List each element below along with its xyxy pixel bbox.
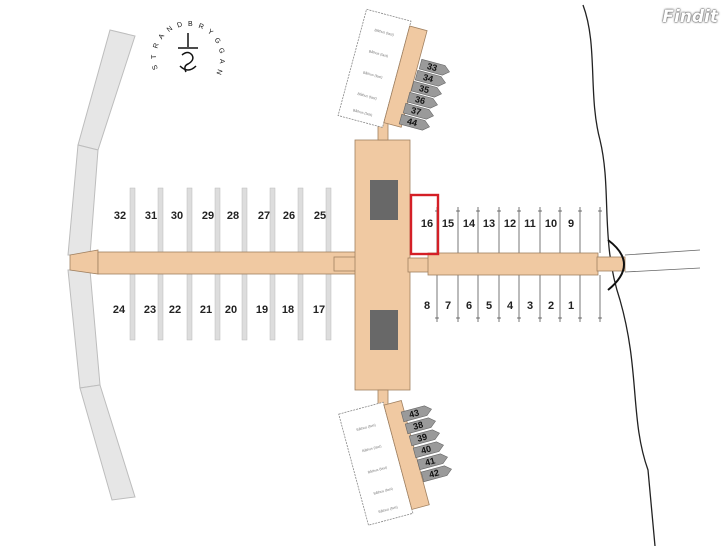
boat-shape-37	[402, 102, 434, 120]
boat-shape-40	[412, 441, 444, 459]
boat-slot-43[interactable]: 43	[400, 404, 433, 423]
east-slot-labels: 16 15 14 13 12 11 10 9 8 7 6 5 4 3 2 1	[421, 218, 574, 312]
boat-shape-44	[398, 113, 430, 131]
boat-slot-38[interactable]: 38	[404, 416, 437, 435]
boat-slot-34[interactable]: 34	[414, 69, 447, 88]
boathouse-label-n1: Båthus (fast)	[374, 28, 394, 37]
boat-label-42: 42	[428, 468, 440, 480]
boat-label-35: 35	[418, 83, 430, 95]
boathouse-label-s4: Båthus (fast)	[373, 487, 393, 496]
slot-30[interactable]: 30	[171, 210, 183, 222]
slot-5[interactable]: 5	[486, 300, 492, 312]
slot-23[interactable]: 23	[144, 304, 156, 316]
west-slot-labels: 32 31 30 29 28 27 26 25 24 23 22 21 20 19 18 17	[113, 210, 326, 316]
dock	[69, 121, 701, 409]
slot-6[interactable]: 6	[466, 300, 472, 312]
slot-31[interactable]: 31	[145, 210, 157, 222]
boat-slot-37[interactable]: 37	[402, 102, 435, 121]
slot-18[interactable]: 18	[282, 304, 294, 316]
boat-shape-41	[416, 453, 448, 471]
boat-label-40: 40	[420, 444, 432, 456]
highlighted-slot-frame[interactable]	[409, 193, 440, 256]
boat-label-38: 38	[412, 420, 424, 432]
boathouse-north: Båthus (fast) Båthus (fast) Båthus (fast…	[337, 8, 428, 128]
slot-21[interactable]: 21	[200, 304, 212, 316]
slot-24[interactable]: 24	[113, 304, 126, 316]
boathouse-label-s2: Båthus (fast)	[362, 444, 382, 453]
boat-slot-44[interactable]: 44	[398, 113, 431, 132]
boat-shape-36	[406, 91, 438, 109]
boat-label-41: 41	[424, 456, 436, 468]
boat-shape-43	[400, 405, 432, 423]
slot-7[interactable]: 7	[445, 300, 451, 312]
slot-15[interactable]: 15	[442, 218, 454, 230]
boat-shape-34	[414, 69, 446, 87]
slot-10[interactable]: 10	[545, 218, 557, 230]
boathouse-label-n5: Båthus (fast)	[353, 108, 373, 117]
shoreline	[582, 4, 656, 546]
slot-20[interactable]: 20	[225, 304, 237, 316]
slot-26[interactable]: 26	[283, 210, 295, 222]
slot-2[interactable]: 2	[548, 300, 554, 312]
slot-27[interactable]: 27	[258, 210, 270, 222]
boat-label-43: 43	[408, 408, 420, 420]
breakwater	[67, 29, 136, 501]
boat-shape-35	[410, 80, 442, 98]
boat-label-34: 34	[422, 72, 434, 84]
boat-label-36: 36	[414, 94, 426, 106]
slot-8[interactable]: 8	[424, 300, 430, 312]
boat-shape-33	[418, 58, 450, 76]
boat-slot-40[interactable]: 40	[412, 440, 445, 459]
slot-12[interactable]: 12	[504, 218, 516, 230]
slot-9[interactable]: 9	[568, 218, 574, 230]
slot-28[interactable]: 28	[227, 210, 239, 222]
slot-32[interactable]: 32	[114, 210, 126, 222]
boat-slot-41[interactable]: 41	[416, 452, 449, 471]
boat-slot-42[interactable]: 42	[420, 464, 453, 483]
boat-label-44: 44	[406, 116, 418, 128]
findit-watermark: Findit	[662, 7, 718, 27]
boathouse-label-n4: Båthus (fast)	[357, 92, 377, 101]
boat-label-33: 33	[426, 61, 438, 73]
boathouse-label-n3: Båthus (fast)	[363, 71, 383, 80]
slot-14[interactable]: 14	[463, 218, 476, 230]
slot-25[interactable]: 25	[314, 210, 326, 222]
boat-shape-38	[404, 417, 436, 435]
boathouse-label-n2: Båthus (fast)	[368, 49, 388, 58]
slot-16[interactable]: 16	[421, 218, 433, 230]
slot-22[interactable]: 22	[169, 304, 181, 316]
boathouse-label-s3: Båthus (fast)	[367, 465, 387, 474]
anchor-icon	[178, 33, 198, 73]
slot-13[interactable]: 13	[483, 218, 495, 230]
boat-label-37: 37	[410, 105, 422, 117]
slot-19[interactable]: 19	[256, 304, 268, 316]
boathouse-label-s5: Båthus (fast)	[378, 505, 398, 514]
slot-17[interactable]: 17	[313, 304, 325, 316]
boathouse-label-s1: Båthus (fast)	[356, 423, 376, 432]
boat-slot-35[interactable]: 35	[410, 80, 443, 99]
slot-1[interactable]: 1	[568, 300, 574, 312]
boat-shape-42	[420, 465, 452, 483]
boat-slot-39[interactable]: 39	[408, 428, 441, 447]
slot-29[interactable]: 29	[202, 210, 214, 222]
slot-4[interactable]: 4	[507, 300, 514, 312]
slot-3[interactable]: 3	[527, 300, 533, 312]
boat-shape-39	[408, 429, 440, 447]
boat-slot-33[interactable]: 33	[418, 58, 451, 77]
boat-slot-36[interactable]: 36	[406, 91, 439, 110]
slot-11[interactable]: 11	[524, 218, 536, 230]
boat-label-39: 39	[416, 432, 428, 444]
boathouse-south: Båthus (fast) Båthus (fast) Båthus (fast…	[338, 399, 430, 526]
